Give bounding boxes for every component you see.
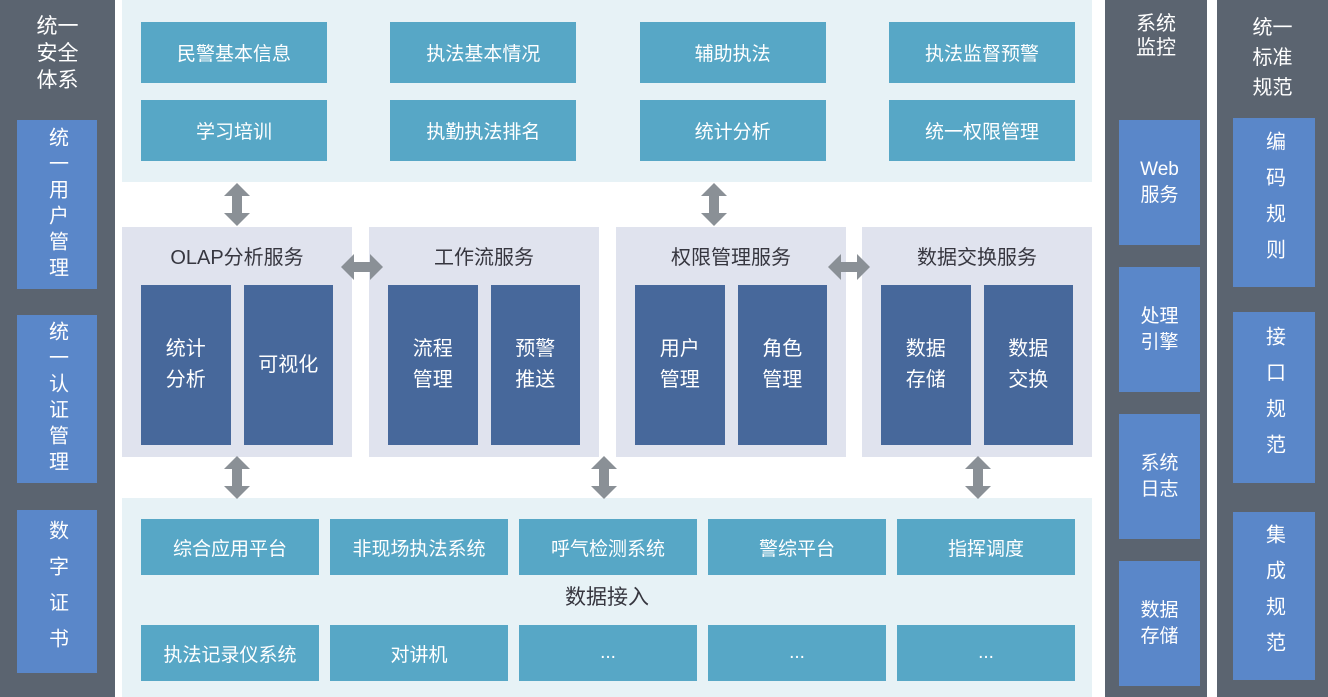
data-access-label: 数据接入 (565, 586, 649, 609)
application-band: 民警基本信息 执法基本情况 辅助执法 执法监督预警 学习培训 执勤执法排名 统计… (122, 0, 1092, 182)
service-box-warning-push: 预警 推送 (490, 285, 580, 445)
app-block-duty-ranking: 执勤执法排名 (390, 100, 577, 161)
standards-column: 统一 标准 规范 编码规则 接口规范 集成规范 (1217, 0, 1328, 697)
service-box-data-exchange: 数据 交换 (983, 285, 1073, 445)
standards-item-coding-rules: 编码规则 (1233, 118, 1315, 287)
security-item-unified-auth-mgmt: 统一认证管理 (17, 315, 97, 483)
panel-permission-service: 权限管理服务 用户 管理 角色 管理 (616, 227, 846, 457)
standards-item-interface-spec: 接口规范 (1233, 312, 1315, 483)
service-box-visualization: 可视化 (243, 285, 333, 445)
standards-column-title: 统一 标准 规范 (1252, 17, 1293, 99)
double-arrow-vertical-icon (224, 183, 250, 226)
panel-title: 权限管理服务 (671, 246, 791, 269)
access-block-comprehensive-platform: 综合应用平台 (141, 519, 319, 575)
monitor-item-system-log: 系统 日志 (1119, 414, 1200, 539)
access-block-offsite-enforcement: 非现场执法系统 (330, 519, 508, 575)
standards-item-integration-spec: 集成规范 (1233, 512, 1315, 680)
panel-title: OLAP分析服务 (170, 246, 304, 269)
access-row-1: 综合应用平台 非现场执法系统 呼气检测系统 警综平台 指挥调度 (141, 519, 1075, 575)
double-arrow-vertical-icon (224, 456, 250, 499)
monitor-column-title: 系统 监控 (1136, 13, 1176, 59)
monitor-item-web-service: Web 服务 (1119, 120, 1200, 245)
panel-data-exchange-service: 数据交换服务 数据 存储 数据 交换 (862, 227, 1092, 457)
app-block-police-basic-info: 民警基本信息 (141, 22, 327, 83)
double-arrow-vertical-icon (591, 456, 617, 499)
security-column: 统一 安全 体系 统一用户管理 统一认证管理 数字证书 (0, 0, 115, 697)
service-box-user-mgmt: 用户 管理 (635, 285, 725, 445)
access-block-ellipsis-1: ... (519, 625, 697, 681)
access-block-ellipsis-2: ... (708, 625, 886, 681)
access-block-police-platform: 警综平台 (708, 519, 886, 575)
double-arrow-vertical-icon (701, 183, 727, 226)
access-block-ellipsis-3: ... (897, 625, 1075, 681)
app-block-statistics-analysis: 统计分析 (639, 100, 826, 161)
access-block-walkie-talkie: 对讲机 (330, 625, 508, 681)
double-arrow-horizontal-icon (828, 254, 870, 280)
access-block-breath-test: 呼气检测系统 (519, 519, 697, 575)
service-box-statistics: 统计 分析 (141, 285, 231, 445)
access-row-2: 执法记录仪系统 对讲机 ... ... ... (141, 625, 1075, 681)
service-box-process-mgmt: 流程 管理 (388, 285, 478, 445)
app-block-assisted-enforcement: 辅助执法 (639, 22, 826, 83)
panel-workflow-service: 工作流服务 流程 管理 预警 推送 (369, 227, 599, 457)
access-block-command-dispatch: 指挥调度 (897, 519, 1075, 575)
application-row-1: 民警基本信息 执法基本情况 辅助执法 执法监督预警 (141, 22, 1075, 83)
panel-title: 数据交换服务 (917, 246, 1037, 269)
data-access-band: 综合应用平台 非现场执法系统 呼气检测系统 警综平台 指挥调度 数据接入 执法记… (122, 498, 1092, 697)
security-column-title: 统一 安全 体系 (36, 15, 79, 92)
double-arrow-vertical-icon (965, 456, 991, 499)
app-block-unified-permission: 统一权限管理 (888, 100, 1075, 161)
panel-olap-service: OLAP分析服务 统计 分析 可视化 (122, 227, 352, 457)
application-row-2: 学习培训 执勤执法排名 统计分析 统一权限管理 (141, 100, 1075, 161)
app-block-supervision-warning: 执法监督预警 (888, 22, 1075, 83)
monitor-item-data-storage: 数据 存储 (1119, 561, 1200, 686)
service-box-data-storage: 数据 存储 (881, 285, 971, 445)
double-arrow-horizontal-icon (341, 254, 383, 280)
monitor-column: 系统 监控 Web 服务 处理 引擎 系统 日志 数据 存储 (1105, 0, 1207, 697)
service-box-role-mgmt: 角色 管理 (737, 285, 827, 445)
security-item-unified-user-mgmt: 统一用户管理 (17, 120, 97, 289)
app-block-learning-training: 学习培训 (141, 100, 327, 161)
monitor-item-processing-engine: 处理 引擎 (1119, 267, 1200, 392)
app-block-enforcement-basics: 执法基本情况 (390, 22, 577, 83)
access-block-body-camera-system: 执法记录仪系统 (141, 625, 319, 681)
security-item-digital-certificate: 数字证书 (17, 510, 97, 673)
panel-title: 工作流服务 (434, 246, 534, 269)
